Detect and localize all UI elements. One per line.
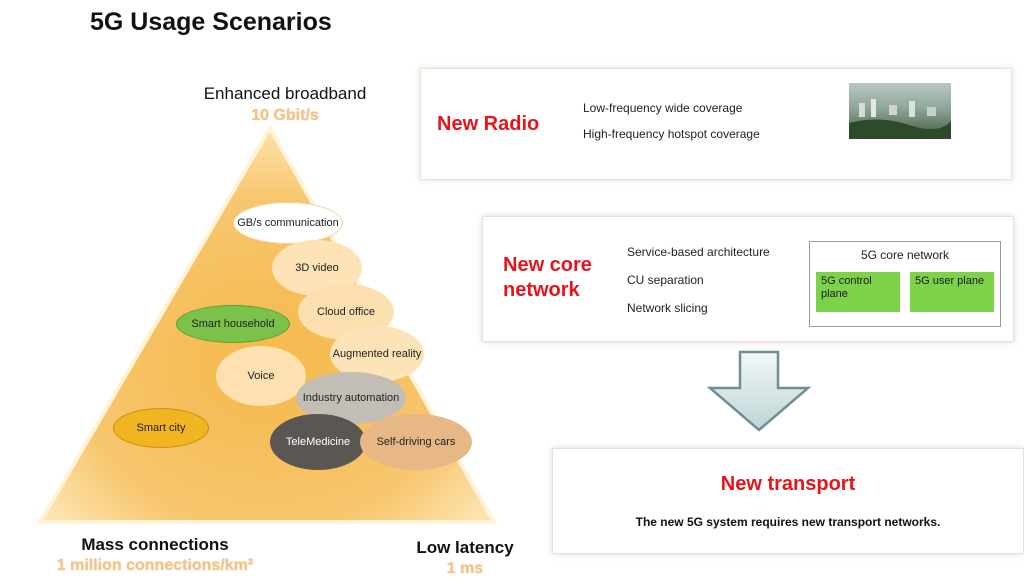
core-network-box: 5G core network 5G control plane 5G user…: [809, 241, 1001, 327]
radio-feature-low: Low-frequency wide coverage: [583, 101, 743, 115]
down-arrow-icon: [706, 350, 812, 432]
page-title: 5G Usage Scenarios: [90, 8, 332, 36]
new-core-heading: New core network: [503, 253, 592, 303]
core-feature-cu: CU separation: [627, 273, 704, 287]
core-feature-sba: Service-based architecture: [627, 245, 770, 259]
bubble-self-driving-cars: Self-driving cars: [360, 414, 472, 470]
bubble-telemedicine: TeleMedicine: [270, 414, 366, 470]
core-feature-slicing: Network slicing: [627, 301, 708, 315]
new-radio-panel: New Radio Low-frequency wide coverage Hi…: [420, 68, 1012, 180]
city-aerial-photo-icon: [849, 83, 951, 139]
bubble-industry-automation: Industry automation: [296, 372, 406, 424]
top-vertex-value: 10 Gbit/s: [251, 107, 319, 124]
radio-feature-high: High-frequency hotspot coverage: [583, 127, 760, 141]
right-vertex-value: 1 ms: [446, 560, 484, 577]
bubble-smart-household: Smart household: [176, 305, 290, 343]
user-plane-block: 5G user plane: [910, 272, 994, 312]
bubble-voice: Voice: [216, 346, 306, 406]
core-box-title: 5G core network: [860, 248, 950, 262]
right-vertex-label: Low latency: [416, 538, 514, 557]
left-vertex-label: Mass connections: [81, 535, 229, 554]
left-vertex-value: 1 million connections/km²: [56, 557, 254, 574]
new-transport-heading: New transport: [720, 473, 856, 495]
new-radio-heading: New Radio: [437, 113, 540, 135]
bubble-gbs-communication: GB/s communication: [233, 202, 343, 244]
control-plane-block: 5G control plane: [816, 272, 900, 312]
bubble-smart-city: Smart city: [113, 408, 209, 448]
transport-description: The new 5G system requires new transport…: [635, 515, 941, 529]
bubble-augmented-reality: Augmented reality: [330, 326, 424, 382]
top-vertex-label: Enhanced broadband: [203, 84, 367, 103]
core-heading-line2: network: [503, 279, 580, 301]
new-transport-panel: New transport The new 5G system requires…: [552, 448, 1024, 554]
core-heading-line1: New core: [503, 254, 592, 276]
new-core-network-panel: New core network Service-based architect…: [482, 216, 1014, 342]
